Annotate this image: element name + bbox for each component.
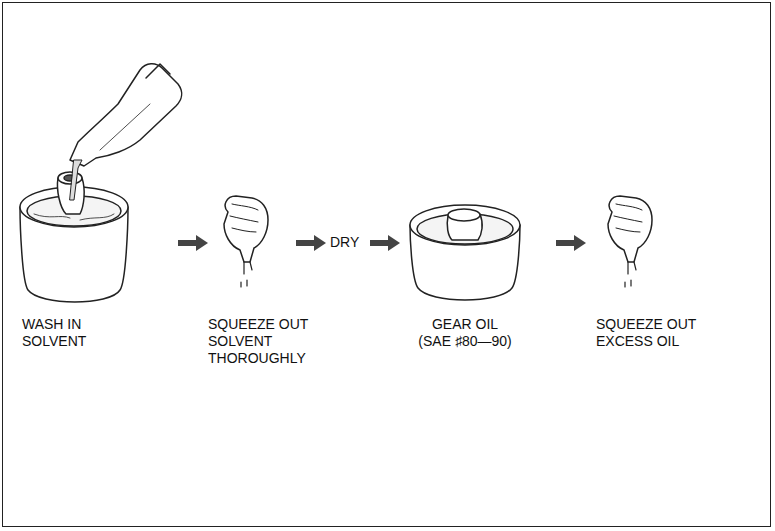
step-caption: (SAE ♯80—90): [418, 333, 511, 350]
oil-bowl: [410, 205, 520, 300]
flow-arrow: [178, 235, 586, 251]
hand-squeezing: [224, 196, 268, 287]
step-caption: DRY: [330, 234, 359, 251]
hand-squeezing: [608, 196, 652, 287]
step-caption: GEAR OIL: [432, 316, 498, 333]
step-caption: SQUEEZE OUT EXCESS OIL: [596, 316, 708, 350]
step-caption: SQUEEZE OUT SOLVENT THOROUGHLY: [208, 316, 320, 367]
solvent-jug: [70, 64, 182, 200]
step-caption: WASH IN SOLVENT: [22, 316, 100, 350]
